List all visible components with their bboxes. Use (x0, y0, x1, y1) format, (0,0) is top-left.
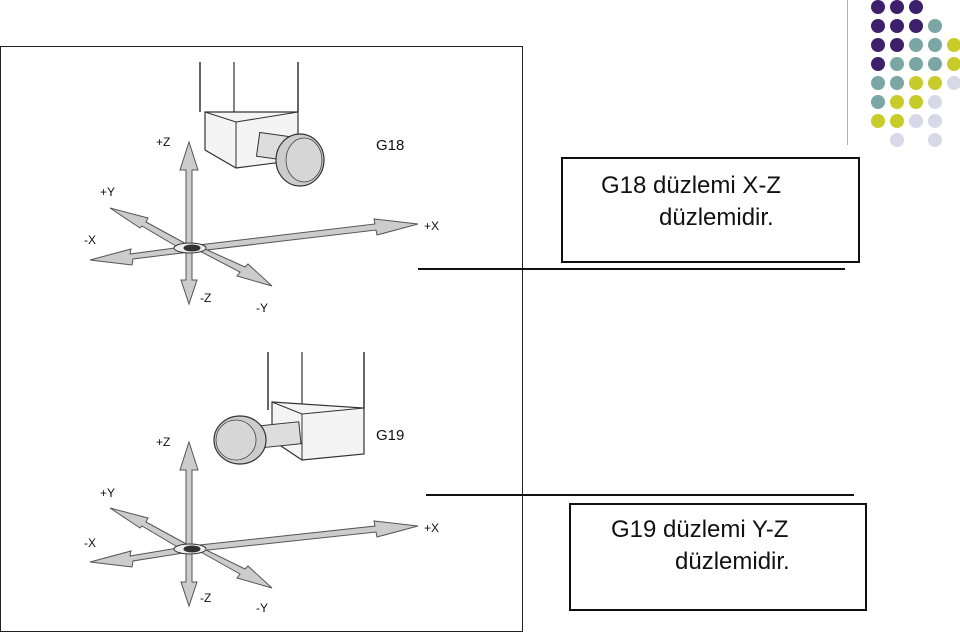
decorative-dot (871, 38, 885, 52)
g19-plane-label: G19 (376, 427, 404, 444)
decorative-dot (890, 0, 904, 14)
decorative-dot (890, 133, 904, 147)
decorative-dot (890, 95, 904, 109)
decorative-dot (890, 57, 904, 71)
g18-axis-my: -Y (256, 301, 268, 315)
g19-callout: G19 düzlemi Y-Z düzlemidir. (569, 503, 867, 611)
decorative-dot (871, 76, 885, 90)
g19-axis-py: +Y (100, 486, 115, 500)
g18-axis-py: +Y (100, 185, 115, 199)
decorative-dot (947, 76, 960, 90)
g18-axis-pz: +Z (156, 135, 170, 149)
decorative-dot (890, 19, 904, 33)
g19-axis-mz: -Z (200, 591, 211, 605)
decorative-dot (871, 57, 885, 71)
decorative-vertical-line (847, 0, 848, 145)
g19-axis-mx: -X (84, 536, 96, 550)
g19-axis-my: -Y (256, 601, 268, 615)
g18-separator-line (418, 268, 845, 270)
decorative-dot (890, 38, 904, 52)
g19-callout-line1: G19 düzlemi Y-Z (611, 516, 789, 543)
g19-spindle (213, 352, 365, 465)
g19-axis-pz: +Z (156, 435, 170, 449)
axes-diagram: G18 +Z -Z +X -X +Y -Y G19 (84, 62, 439, 615)
decorative-dot (871, 0, 885, 14)
decorative-dot (928, 95, 942, 109)
decorative-dot (928, 38, 942, 52)
decorative-dot (947, 38, 960, 52)
g18-plane-label: G18 (376, 137, 404, 154)
decorative-dot (871, 19, 885, 33)
decorative-dot (928, 57, 942, 71)
decorative-dot (928, 19, 942, 33)
decorative-dot (890, 76, 904, 90)
decorative-dot (928, 133, 942, 147)
decorative-dot (909, 57, 923, 71)
g18-axes (89, 140, 419, 306)
g18-axis-mz: -Z (200, 291, 211, 305)
g18-axis-mx: -X (84, 233, 96, 247)
decorative-dot (947, 57, 960, 71)
g19-axis-px: +X (424, 521, 439, 535)
decorative-dot (871, 114, 885, 128)
decorative-dot (909, 0, 923, 14)
decorative-dot (871, 95, 885, 109)
decorative-dot (909, 95, 923, 109)
diagram-frame (0, 46, 523, 632)
g18-callout: G18 düzlemi X-Z düzlemidir. (561, 157, 860, 263)
g19-callout-line2: düzlemidir. (675, 548, 790, 575)
decorative-dot (909, 19, 923, 33)
g18-callout-line2: düzlemidir. (659, 204, 774, 231)
decorative-dot (909, 76, 923, 90)
g18-axis-px: +X (424, 219, 439, 233)
decorative-dot (890, 114, 904, 128)
decorative-dot (928, 76, 942, 90)
decorative-dot (928, 114, 942, 128)
decorative-dot (909, 38, 923, 52)
g19-axes (89, 440, 419, 608)
g19-separator-line (426, 494, 854, 496)
decorative-dot (909, 114, 923, 128)
g18-callout-line1: G18 düzlemi X-Z (601, 172, 782, 199)
g18-spindle (199, 62, 325, 187)
